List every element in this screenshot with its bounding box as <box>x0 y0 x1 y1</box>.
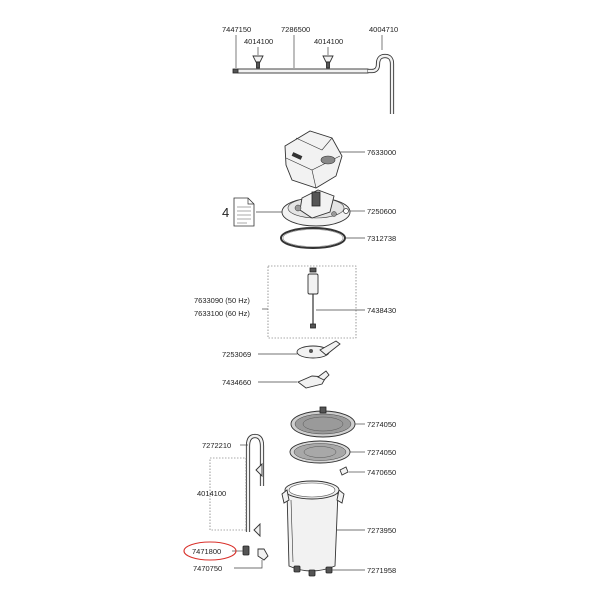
label-7470750: 7470750 <box>193 564 222 573</box>
intake-tube-outline <box>245 433 265 532</box>
spray-bar-part <box>237 68 369 74</box>
label-4014100-left: 4014100 <box>244 37 273 46</box>
canister-body <box>286 491 339 572</box>
canister-clip <box>339 466 349 476</box>
label-7447150: 7447150 <box>222 25 251 34</box>
cover-top-edge <box>295 137 333 151</box>
label-7272210: 7272210 <box>202 441 231 450</box>
tube-suction-cup-upper <box>255 462 263 478</box>
sealing-ring <box>280 227 346 249</box>
label-7633100: 7633100 (60 Hz) <box>194 309 250 318</box>
canister-clip-right <box>336 489 345 504</box>
impeller-cover-hole <box>309 349 313 353</box>
clip-left <box>256 61 260 69</box>
connector-7471800 <box>242 545 250 556</box>
head-valve-right <box>331 211 337 217</box>
highlight-circle <box>183 541 237 561</box>
intake-group-box <box>209 457 247 531</box>
sealing-ring-inner <box>282 229 344 247</box>
suction-cup-left <box>252 55 264 63</box>
shaft-bearing <box>310 323 316 329</box>
impeller-assembly: 7633090 (50 Hz) 7633100 (60 Hz) 7438430 … <box>194 265 396 389</box>
impeller-cover-tab <box>319 340 341 356</box>
motor-outlet <box>311 191 321 207</box>
filter-tray-middle-mesh <box>293 443 347 461</box>
head-valve <box>294 204 302 212</box>
intake-piece-tip <box>317 370 330 381</box>
label-7271958: 7271958 <box>367 566 396 575</box>
label-7633090: 7633090 (50 Hz) <box>194 296 250 305</box>
canister-clip-left <box>281 489 290 504</box>
document-number: 4 <box>222 205 229 220</box>
label-7250600: 7250600 <box>367 207 396 216</box>
label-7471800: 7471800 <box>192 547 221 556</box>
motor-cover-assembly: 7633000 <box>284 130 396 189</box>
spray-bar-assembly: 7447150 7286500 4004710 4014100 4014100 <box>222 25 398 114</box>
canister-opening <box>288 482 336 498</box>
intake-tube-part <box>246 434 264 532</box>
label-7286500: 7286500 <box>281 25 310 34</box>
clip-right <box>326 61 330 69</box>
intake-tube-assembly: 7272210 4014100 7471800 7470750 <box>183 433 269 573</box>
label-7312738: 7312738 <box>367 234 396 243</box>
suction-cup-right <box>322 55 334 63</box>
motor-head-assembly: 4 7250600 7312738 <box>222 189 396 249</box>
cover-edge-front <box>311 169 317 189</box>
label-7633000: 7633000 <box>367 148 396 157</box>
filter-tray-top-ring <box>302 416 344 432</box>
bent-pipe-outline <box>368 53 395 114</box>
label-7274050-top: 7274050 <box>367 420 396 429</box>
filter-trays: 7274050 7274050 7470650 <box>289 406 396 477</box>
label-4004710: 4004710 <box>369 25 398 34</box>
canister-assembly: 7273950 7271958 <box>281 480 396 577</box>
bent-pipe-part <box>368 54 394 114</box>
label-4014100-intake: 4014100 <box>197 489 226 498</box>
document-icon <box>233 197 255 227</box>
canister-foot-middle <box>308 569 316 577</box>
canister-highlight <box>290 499 294 563</box>
label-7253069: 7253069 <box>222 350 251 359</box>
filter-tray-top-handle <box>319 406 327 414</box>
label-7438430: 7438430 <box>367 306 396 315</box>
elbow-7470750 <box>257 548 269 561</box>
label-7470650: 7470650 <box>367 468 396 477</box>
end-cap-part <box>232 68 239 74</box>
impeller-body <box>307 273 319 295</box>
tube-suction-cup-lower <box>253 522 261 538</box>
leader-7470750 <box>234 560 263 569</box>
impeller-group-box <box>267 265 357 339</box>
impeller-cap <box>309 267 317 273</box>
small-o-ring <box>343 208 349 214</box>
label-7274050-middle: 7274050 <box>367 448 396 457</box>
canister-foot-left <box>293 565 301 573</box>
label-4014100-right: 4014100 <box>314 37 343 46</box>
canister-foot-right <box>325 566 333 574</box>
cover-logo <box>291 152 303 160</box>
cover-part <box>284 130 343 189</box>
label-7434660: 7434660 <box>222 378 251 387</box>
cover-handle <box>320 155 336 165</box>
label-7273950: 7273950 <box>367 526 396 535</box>
filter-tray-middle-ring <box>303 446 337 458</box>
